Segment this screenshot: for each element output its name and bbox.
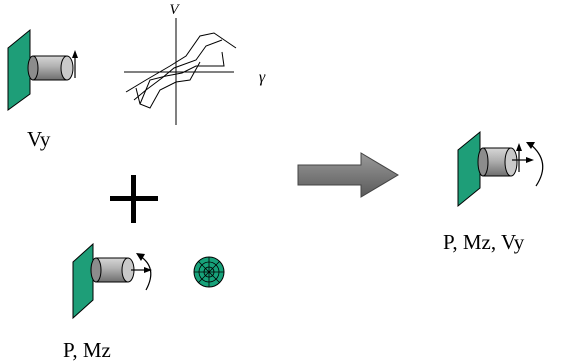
label-p-mz-vy: P, Mz, Vy (443, 230, 525, 254)
label-p-mz: P, Mz (63, 338, 111, 362)
cantilever-axial-moment-icon (72, 242, 152, 320)
label-vy: Vy (27, 127, 51, 151)
cantilever-combined-icon (457, 130, 544, 208)
fiber-section-icon (193, 256, 225, 288)
axis-label-v: V (169, 2, 180, 18)
axis-label-gamma: γ (259, 69, 266, 86)
right-arrow-icon (297, 152, 399, 198)
plus-icon (110, 175, 158, 223)
cantilever-shear-icon (7, 28, 78, 111)
hysteresis-loop-icon (124, 18, 237, 125)
